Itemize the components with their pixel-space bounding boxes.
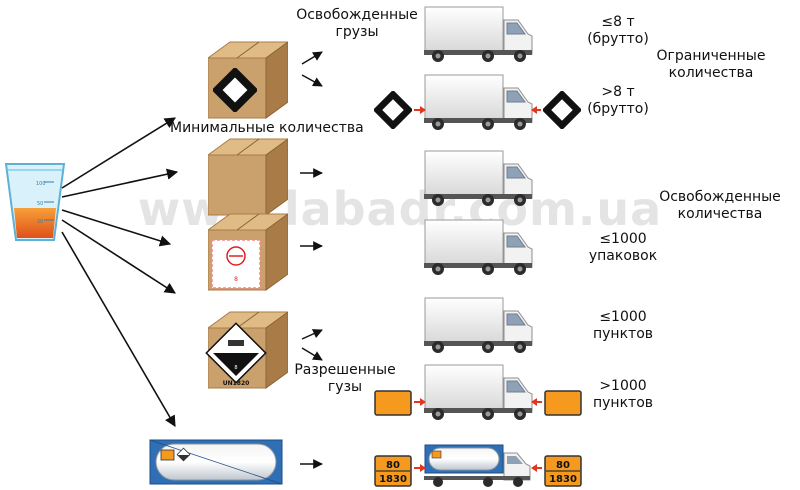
limited-quantities-label: Ограниченные количества [656, 48, 766, 82]
tank-truck-icon [424, 444, 531, 487]
plate-top-number: 80 [386, 460, 400, 471]
truck-icon [424, 150, 533, 207]
label-line: грузы [335, 24, 379, 40]
arrow [61, 117, 176, 189]
truck-icon [424, 364, 533, 421]
label-line: ≤1000 [599, 231, 647, 247]
minimal-quantities-label: Минимальные количества [170, 120, 364, 136]
limit-le8-label: ≤8 т (брутто) [575, 14, 661, 48]
label-line: количества [677, 206, 763, 222]
label-line: >8 т [601, 84, 635, 100]
label-line: ≤1000 [599, 309, 647, 325]
arrow [301, 347, 323, 361]
svg-text:8: 8 [234, 365, 237, 371]
box-excepted-label: 8 [208, 213, 288, 291]
arrow [301, 51, 323, 65]
arrow [61, 209, 172, 247]
limit-points-gt-label: >1000 пунктов [575, 378, 671, 412]
label-line: упаковок [588, 248, 658, 264]
arrow [301, 74, 323, 87]
label-line: пунктов [592, 326, 654, 342]
beaker-icon: 100 50 20 [4, 163, 66, 241]
beaker-arrows [61, 117, 179, 427]
arrow [61, 219, 176, 294]
hazard-plate-left: 80 1830 [374, 455, 426, 487]
tank-container-icon [149, 439, 283, 485]
truck-icon [424, 74, 533, 131]
label-line: пунктов [592, 395, 654, 411]
arrow [301, 329, 323, 340]
released-quantities-label: Освобожденные количества [655, 189, 785, 223]
limit-points-le-label: ≤1000 пунктов [575, 309, 671, 343]
plate-bottom-number: 1830 [379, 474, 407, 485]
limit-packages-label: ≤1000 упаковок [575, 231, 671, 265]
plate-bottom-number: 1830 [549, 474, 577, 485]
limited-quantity-mark-left [374, 91, 426, 129]
label-line: (брутто) [587, 31, 649, 47]
label-line: (брутто) [587, 101, 649, 117]
label-line: Ограниченные [656, 48, 766, 64]
limit-gt8-label: >8 т (брутто) [575, 84, 661, 118]
box-arrows [300, 51, 323, 469]
plate-top-number: 80 [556, 460, 570, 471]
label-line: гузы [327, 379, 363, 395]
label-line: ≤8 т [601, 14, 635, 30]
orange-plate-left [374, 390, 426, 416]
truck-icon [424, 6, 533, 63]
un-number: UN1820 [223, 380, 250, 387]
label-line: Освобожденные [659, 189, 781, 205]
beaker-mark: 20 [37, 219, 43, 225]
limited-quantity-mark-right [531, 91, 581, 129]
hazard-plate-right: 80 1830 [531, 455, 582, 487]
label-line: Разрешенные [294, 362, 396, 378]
released-cargo-label: Освобожденные грузы [292, 7, 422, 41]
label-line: количества [668, 65, 754, 81]
box-minimal-quantity [208, 41, 288, 119]
beaker-mark: 100 [36, 181, 46, 187]
beaker-mark: 50 [37, 201, 43, 207]
arrow [61, 231, 176, 427]
box-hazard-label: 8 UN1820 [205, 311, 288, 389]
orange-plate-right [531, 390, 582, 416]
label-number: 8 [234, 276, 238, 283]
box-plain [208, 138, 288, 216]
truck-icon [424, 219, 533, 276]
arrow [61, 168, 179, 198]
label-line: >1000 [599, 378, 647, 394]
permitted-cargo-label: Разрешенные гузы [290, 362, 400, 396]
truck-icon [424, 297, 533, 354]
label-line: Освобожденные [296, 7, 418, 23]
